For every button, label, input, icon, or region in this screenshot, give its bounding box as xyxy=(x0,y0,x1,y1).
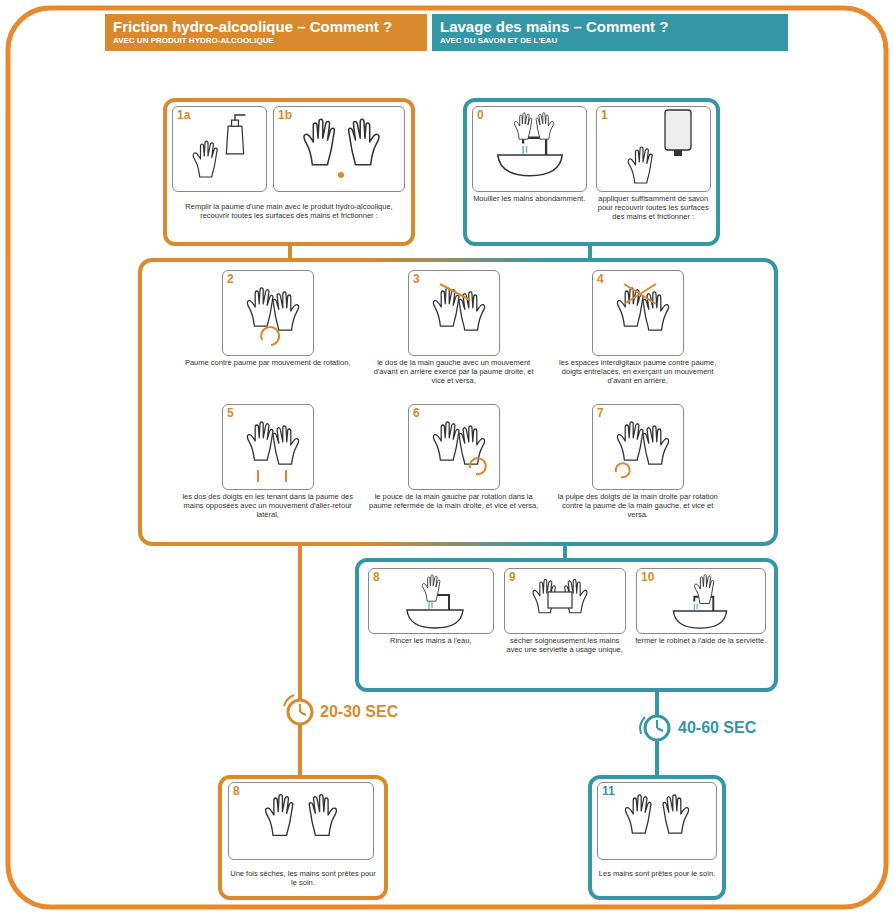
step-frame: 1appliquer suffisamment de savon pour re… xyxy=(596,106,711,192)
step-frame: 8Rincer les mains à l'eau, xyxy=(368,568,494,634)
timer-icon xyxy=(640,716,669,740)
step-number: 10 xyxy=(641,571,654,584)
header-title: Friction hydro-alcoolique – Comment ? xyxy=(113,18,419,36)
step-frame: 1a xyxy=(172,106,267,192)
step-number: 1 xyxy=(601,109,608,122)
step-frame: 0Mouiller les mains abondamment. xyxy=(472,106,587,192)
flow-connector xyxy=(588,244,592,260)
step-number: 0 xyxy=(477,109,484,122)
step-caption: Les mains sont prêtes pour le soin. xyxy=(597,869,717,878)
step-caption: fermer le robinet à l'aide de la serviet… xyxy=(635,636,767,645)
step-caption: la pulpe des doigts de la main droite pa… xyxy=(552,492,724,519)
column-header: Lavage des mains – Comment ?AVEC DU SAVO… xyxy=(432,14,788,51)
step-group: 2Paume contre paume par mouvement de rot… xyxy=(138,258,778,546)
step-number: 9 xyxy=(509,571,516,584)
step-frame: 4les espaces interdigitaux paume contre … xyxy=(592,270,684,356)
header-subtitle: AVEC UN PRODUIT HYDRO-ALCOOLIQUE xyxy=(113,36,419,46)
header-subtitle: AVEC DU SAVON ET DE L'EAU xyxy=(440,36,780,46)
timer-label: 20-30 SEC xyxy=(318,702,400,721)
step-caption: Une fois sèches, les mains sont prêtes p… xyxy=(228,869,378,887)
step-number: 7 xyxy=(597,407,604,420)
flow-connector xyxy=(298,544,302,777)
step-caption: les espaces interdigitaux paume contre p… xyxy=(552,358,724,385)
step-number: 3 xyxy=(413,273,420,286)
step-number: 8 xyxy=(233,785,240,798)
step-caption: Paume contre paume par mouvement de rota… xyxy=(182,358,354,367)
step-number: 1b xyxy=(278,109,292,122)
step-frame: 5les dos des doigts en les tenant dans l… xyxy=(222,404,314,490)
step-number: 5 xyxy=(227,407,234,420)
step-group: Remplir la paume d'une main avec le prod… xyxy=(163,98,415,246)
poster-frame xyxy=(8,8,886,907)
step-group: 8Rincer les mains à l'eau,9sécher soigne… xyxy=(355,558,778,692)
step-number: 11 xyxy=(602,785,615,798)
step-caption: le dos de la main gauche avec un mouveme… xyxy=(368,358,540,385)
step-group: Les mains sont prêtes pour le soin. 11 xyxy=(588,775,726,900)
step-number: 1a xyxy=(177,109,190,122)
step-frame: 3le dos de la main gauche avec un mouvem… xyxy=(408,270,500,356)
step-caption: appliquer suffisamment de savon pour rec… xyxy=(594,194,712,221)
step-group: 0Mouiller les mains abondamment.1appliqu… xyxy=(463,98,720,246)
step-number: 4 xyxy=(597,273,604,286)
flow-connector xyxy=(288,244,292,260)
step-frame: 10fermer le robinet à l'aide de la servi… xyxy=(636,568,766,634)
step-caption: Remplir la paume d'une main avec le prod… xyxy=(173,202,405,220)
step-frame: 1b xyxy=(273,106,405,192)
step-frame: 7la pulpe des doigts de la main droite p… xyxy=(592,404,684,490)
step-caption: Rincer les mains à l'eau, xyxy=(366,636,496,645)
timer-icon xyxy=(284,695,312,724)
step-caption: les dos des doigts en les tenant dans la… xyxy=(182,492,354,519)
column-header: Friction hydro-alcoolique – Comment ?AVE… xyxy=(105,14,427,51)
step-group: Une fois sèches, les mains sont prêtes p… xyxy=(218,775,388,900)
step-number: 6 xyxy=(413,407,420,420)
step-caption: Mouiller les mains abondamment. xyxy=(470,194,588,203)
step-number: 8 xyxy=(373,571,380,584)
step-frame: 2Paume contre paume par mouvement de rot… xyxy=(222,270,314,356)
step-number: 2 xyxy=(227,273,234,286)
step-frame: 9sécher soigneusement les mains avec une… xyxy=(504,568,626,634)
step-frame: 8 xyxy=(228,782,374,860)
timer-label: 40-60 SEC xyxy=(676,718,758,737)
step-caption: le pouce de la main gauche par rotation … xyxy=(368,492,540,510)
step-frame: 6le pouce de la main gauche par rotation… xyxy=(408,404,500,490)
step-caption: sécher soigneusement les mains avec une … xyxy=(502,636,628,654)
step-frame: 11 xyxy=(597,782,717,860)
header-title: Lavage des mains – Comment ? xyxy=(440,18,780,36)
